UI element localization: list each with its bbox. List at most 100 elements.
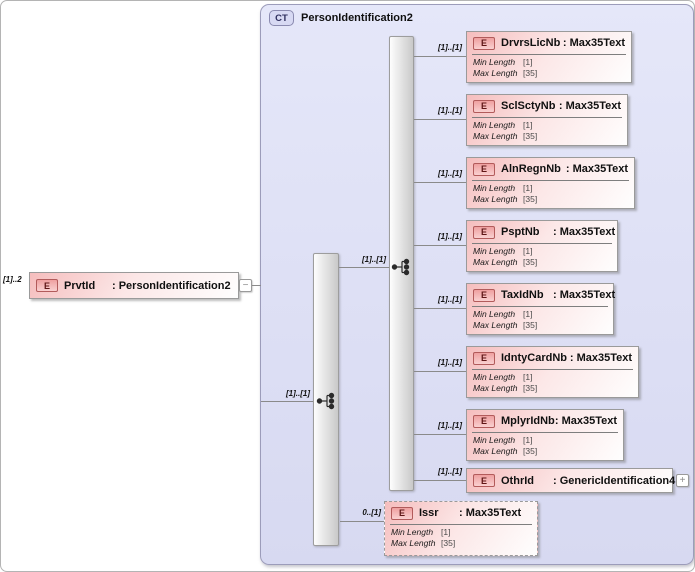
facts-panel: Min Length[1] Max Length [35]	[472, 180, 629, 205]
element-name: MplyrIdNb	[501, 415, 555, 427]
element-badge: E	[473, 99, 495, 113]
element-name: SclSctyNb	[501, 100, 556, 112]
fact-row: Min Length [1]	[391, 527, 531, 538]
element-badge: E	[473, 288, 495, 302]
sequence-bar-inner	[389, 36, 414, 491]
element-badge: E	[473, 414, 495, 428]
fact-label: Min Length	[473, 372, 516, 382]
fact-row: Max Length [35]	[473, 68, 625, 79]
fact-label: Max Length	[473, 68, 518, 78]
fact-label: Max Length	[391, 538, 436, 548]
connector-line	[414, 371, 466, 372]
element-type: : Max35Text	[558, 100, 621, 112]
fact-row: Max Length[35]	[473, 320, 607, 331]
fact-row: Max Length [35]	[473, 194, 628, 205]
fact-label: Max Length	[473, 446, 518, 456]
fact-value: [1]	[523, 435, 533, 445]
cardinality-label: 0..[1]	[362, 508, 381, 517]
connector-line	[339, 267, 389, 268]
cardinality-label: [1]..[1]	[438, 169, 462, 178]
fact-row: Max Length [35]	[473, 131, 621, 142]
element-badge: E	[36, 279, 58, 292]
fact-label: Max Length	[473, 194, 518, 204]
element-type: : Max35Text	[565, 163, 628, 175]
connector-line	[414, 56, 466, 57]
fact-row: Min Length[1]	[473, 309, 607, 320]
facts-panel: Min Length [1] Max Length [35]	[390, 524, 532, 549]
element-othrid[interactable]: E OthrId : GenericIdentification4	[466, 468, 676, 493]
connector-line	[252, 285, 261, 286]
element-type: : Max35Text	[562, 37, 625, 49]
plus-icon: +	[679, 474, 686, 486]
fact-value: [35]	[441, 538, 456, 548]
fact-label: Min Length	[473, 246, 516, 256]
collapse-toggle-button[interactable]: −	[239, 279, 252, 292]
fact-value: [35]	[523, 68, 538, 78]
cardinality-label: [1]..[1]	[438, 358, 462, 367]
fact-row: Min Length [1]	[473, 372, 632, 383]
fact-label: Min Length	[473, 120, 516, 130]
cardinality-label: [1]..[1]	[438, 421, 462, 430]
fact-label: Max Length	[473, 383, 518, 393]
element-sclsctynb[interactable]: E SclSctyNb : Max35Text Min Length[1] Ma…	[466, 94, 628, 146]
connector-line	[414, 245, 466, 246]
cardinality-label: [1]..[1]	[362, 255, 386, 264]
fact-label: Min Length	[473, 57, 516, 67]
fact-label: Min Length	[473, 309, 516, 319]
fact-value: [1]	[523, 372, 533, 382]
element-name: OthrId	[501, 474, 534, 487]
fact-row: Max Length[35]	[473, 257, 611, 268]
facts-panel: Min Length[1] Max Length[35]	[472, 306, 608, 331]
cardinality-label: [1]..[1]	[438, 467, 462, 476]
element-badge: E	[473, 36, 495, 50]
fact-value: [1]	[523, 57, 533, 67]
element-badge: E	[473, 162, 495, 176]
sequence-icon	[316, 392, 335, 410]
expand-toggle-button[interactable]: +	[676, 474, 689, 487]
fact-value: [1]	[441, 527, 451, 537]
connector-line	[414, 308, 466, 309]
element-drvrslicnb[interactable]: E DrvrsLicNb : Max35Text Min Length[1] M…	[466, 31, 632, 83]
element-prvtid[interactable]: E PrvtId : PersonIdentification2	[29, 272, 239, 299]
fact-value: [35]	[523, 194, 538, 204]
element-psptnb[interactable]: E PsptNb : Max35Text Min Length[1] Max L…	[466, 220, 618, 272]
element-idntycardnb[interactable]: E IdntyCardNb : Max35Text Min Length[1] …	[466, 346, 639, 398]
fact-row: Min Length[1]	[473, 183, 628, 194]
fact-row: Max Length [35]	[391, 538, 531, 549]
element-alnregnnb[interactable]: E AlnRegnNb : Max35Text Min Length[1] Ma…	[466, 157, 635, 209]
fact-value: [1]	[523, 246, 533, 256]
cardinality-label: [1]..[1]	[438, 232, 462, 241]
facts-panel: Min Length [1] Max Length[35]	[472, 243, 612, 268]
connector-line	[414, 480, 466, 481]
element-type: : Max35Text	[569, 352, 632, 364]
element-issr[interactable]: E Issr : Max35Text Min Length[1] Max Len…	[384, 501, 538, 556]
fact-row: Min Length [1]	[473, 57, 625, 68]
element-type: : Max35Text	[459, 507, 522, 519]
element-type: : GenericIdentification4	[553, 474, 676, 487]
fact-row: Min Length[1]	[473, 435, 617, 446]
element-taxidnb[interactable]: E TaxIdNb : Max35Text Min Length[1] Max …	[466, 283, 615, 335]
fact-label: Min Length	[391, 527, 434, 537]
element-badge: E	[391, 506, 413, 520]
cardinality-label: [1]..[1]	[438, 106, 462, 115]
fact-label: Min Length	[473, 183, 516, 193]
fact-value: [35]	[523, 131, 538, 141]
minus-icon: −	[242, 279, 249, 291]
element-name: AlnRegnNb	[501, 163, 561, 175]
element-badge: E	[473, 474, 495, 487]
fact-label: Max Length	[473, 257, 518, 267]
fact-row: Max Length [35]	[473, 446, 617, 457]
element-badge: E	[473, 225, 495, 239]
element-type: : Max35Text	[553, 226, 616, 238]
fact-value: [35]	[523, 446, 538, 456]
element-name: TaxIdNb	[501, 289, 544, 301]
fact-label: Max Length	[473, 131, 518, 141]
fact-value: [35]	[523, 383, 538, 393]
element-mplyridnb[interactable]: E MplyrIdNb : Max35Text Min Length[1] Ma…	[466, 409, 624, 461]
facts-panel: Min Length[1] Max Length[35]	[472, 117, 622, 142]
fact-row: Max Length [35]	[473, 383, 632, 394]
connector-line	[414, 182, 466, 183]
element-type: : Max35Text	[554, 415, 617, 427]
element-name: IdntyCardNb	[501, 352, 567, 364]
fact-label: Max Length	[473, 320, 518, 330]
